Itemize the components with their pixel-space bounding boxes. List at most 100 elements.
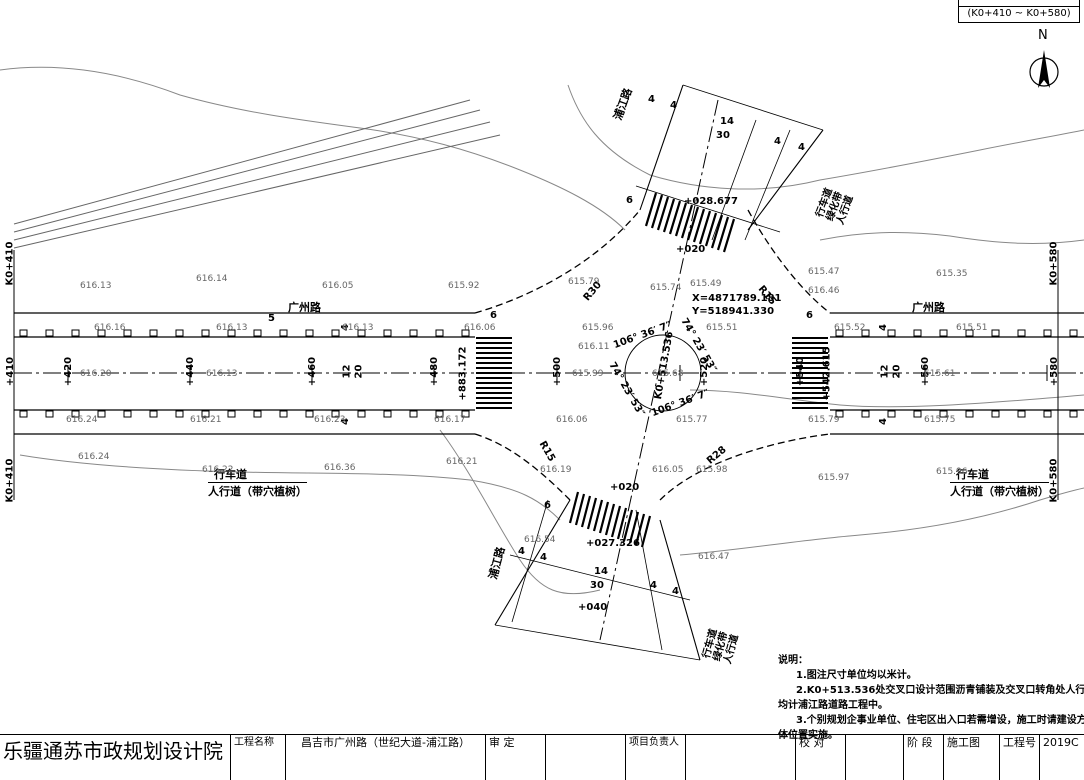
lane-carriage-left: 行车道 — [214, 468, 247, 481]
elev-6: 615.49 — [690, 279, 722, 289]
elev-14: 615.51 — [706, 323, 738, 333]
elev-33: 616.22 — [202, 465, 234, 475]
elev-16: 615.51 — [956, 323, 988, 333]
elev-36: 616.19 — [540, 465, 572, 475]
elev-42: 616.47 — [698, 552, 730, 562]
north-label: N — [1038, 28, 1048, 43]
tick-460: +460 — [307, 356, 319, 387]
header-range: (K0+410 ~ K0+580) — [959, 6, 1079, 21]
institute-name: 乐疆通苏市政规划设计院 — [3, 739, 223, 763]
elev-31: 615.75 — [924, 415, 956, 425]
dim-6-bot: 6 — [544, 500, 551, 511]
crosswalk-top — [644, 192, 736, 253]
dim-14-bot: 14 — [594, 566, 608, 577]
review-sign — [545, 735, 625, 780]
dim-12-right: 12 — [879, 364, 891, 379]
elev-18: 616.20 — [80, 369, 112, 379]
elev-1: 616.14 — [196, 274, 228, 284]
tick-440: +440 — [185, 356, 197, 387]
elev-11: 616.13 — [342, 323, 374, 333]
contour-2 — [567, 84, 1084, 190]
tick-500: +500 — [552, 356, 564, 387]
dim-4-top-a: 4 — [648, 94, 655, 105]
intersection-center-circle — [624, 334, 702, 412]
note-2a: 2.K0+513.536处交叉口设计范围沥青铺装及交叉口转角处人行铺装工程 — [796, 685, 1084, 696]
project-no-label: 工程号 — [999, 735, 1039, 780]
chainage-right-mid: +580 — [1049, 356, 1061, 387]
tick-540: +540 — [795, 356, 807, 387]
plan-drawing — [0, 50, 1084, 661]
crosswalk-right — [792, 337, 828, 409]
notes-block: 说明： 1.图注尺寸单位均以米计。 2.K0+513.536处交叉口设计范围沥青… — [778, 653, 1084, 743]
station-bot-020: +020 — [610, 482, 640, 493]
elev-29: 615.77 — [676, 415, 708, 425]
elev-32: 616.24 — [78, 452, 110, 462]
dim-20-left: 20 — [353, 364, 365, 379]
note-1: 1.图注尺寸单位均以米计。 — [796, 670, 917, 681]
dim-12-left: 12 — [341, 364, 353, 379]
contour-7 — [689, 389, 1084, 408]
road-name-main: 广州路 — [288, 301, 321, 314]
elev-21: 615.99 — [572, 369, 604, 379]
station-bot-040: +040 — [578, 602, 608, 613]
chainage-right-bot: K0+580 — [1048, 458, 1060, 503]
pm-sign — [685, 735, 795, 780]
elev-30: 615.79 — [808, 415, 840, 425]
elev-37: 616.05 — [652, 465, 684, 475]
tree-pits — [19, 329, 1078, 418]
note-3b: 体位置实施。 — [778, 730, 838, 741]
lane-sidewalk-right: 人行道（带穴植树） — [950, 482, 1049, 499]
dim-4-bot-c: 4 — [650, 580, 657, 591]
contour-5 — [679, 487, 1084, 556]
dim-6-top: 6 — [626, 195, 633, 206]
elev-13: 615.96 — [582, 323, 614, 333]
dim-4-top-b: 4 — [670, 100, 677, 111]
contour-3 — [819, 232, 1084, 244]
elev-35: 616.21 — [446, 457, 478, 467]
elev-12: 616.06 — [464, 323, 496, 333]
tick-480: +480 — [429, 356, 441, 387]
dim-6-left: 6 — [490, 310, 497, 321]
elev-17: 616.46 — [808, 286, 840, 296]
elev-20: 616.11 — [578, 342, 610, 352]
elev-4: 615.79 — [568, 277, 600, 287]
station-top: +028.677 — [684, 196, 738, 207]
note-2b: 均计浦江路道路工程中。 — [778, 700, 888, 711]
elev-22: 615.68 — [652, 369, 684, 379]
dim-14-top: 14 — [720, 116, 734, 127]
stage-value: 施工图 — [943, 735, 999, 780]
elev-34: 616.36 — [324, 463, 356, 473]
elev-39: 615.97 — [818, 473, 850, 483]
dim-4-right-b: 4 — [877, 418, 889, 425]
check-label: 校 对 — [795, 735, 845, 780]
contour-1 — [0, 66, 626, 231]
dim-4-bot-d: 4 — [672, 586, 679, 597]
notes-title: 说明： — [778, 655, 808, 666]
elev-38: 615.98 — [696, 465, 728, 475]
dim-20-right: 20 — [891, 364, 903, 379]
project-no: 2019C — [1039, 735, 1084, 780]
pm-label: 项目负责人 — [625, 735, 685, 780]
elev-23: 615.61 — [924, 369, 956, 379]
station-bot: +027.326 — [586, 538, 640, 549]
elev-15: 615.52 — [834, 323, 866, 333]
elev-19: 616.13 — [206, 369, 238, 379]
chainage-right-top: K0+580 — [1048, 241, 1060, 286]
cross-end-station: +542.615 — [821, 346, 833, 401]
check-sign — [845, 735, 903, 780]
diagonal-lines — [13, 99, 501, 249]
dim-4-bot-b: 4 — [540, 552, 547, 563]
dim-5: 5 — [268, 313, 275, 324]
station-top-020: +020 — [676, 244, 706, 255]
project-name: 昌吉市广州路（世纪大道-浦江路） — [285, 735, 485, 780]
curb-returns — [474, 209, 831, 501]
dim-4-right-a: 4 — [877, 324, 889, 331]
elev-41: 616.54 — [524, 535, 556, 545]
title-block: 乐疆通苏市政规划设计院 工程名称 昌吉市广州路（世纪大道-浦江路） 审 定 项目… — [0, 734, 1084, 780]
elev-2: 616.05 — [322, 281, 354, 291]
review-label: 审 定 — [485, 735, 545, 780]
cross-road-top — [635, 84, 824, 241]
elev-0: 616.13 — [80, 281, 112, 291]
dim-4-top-d: 4 — [798, 142, 805, 153]
